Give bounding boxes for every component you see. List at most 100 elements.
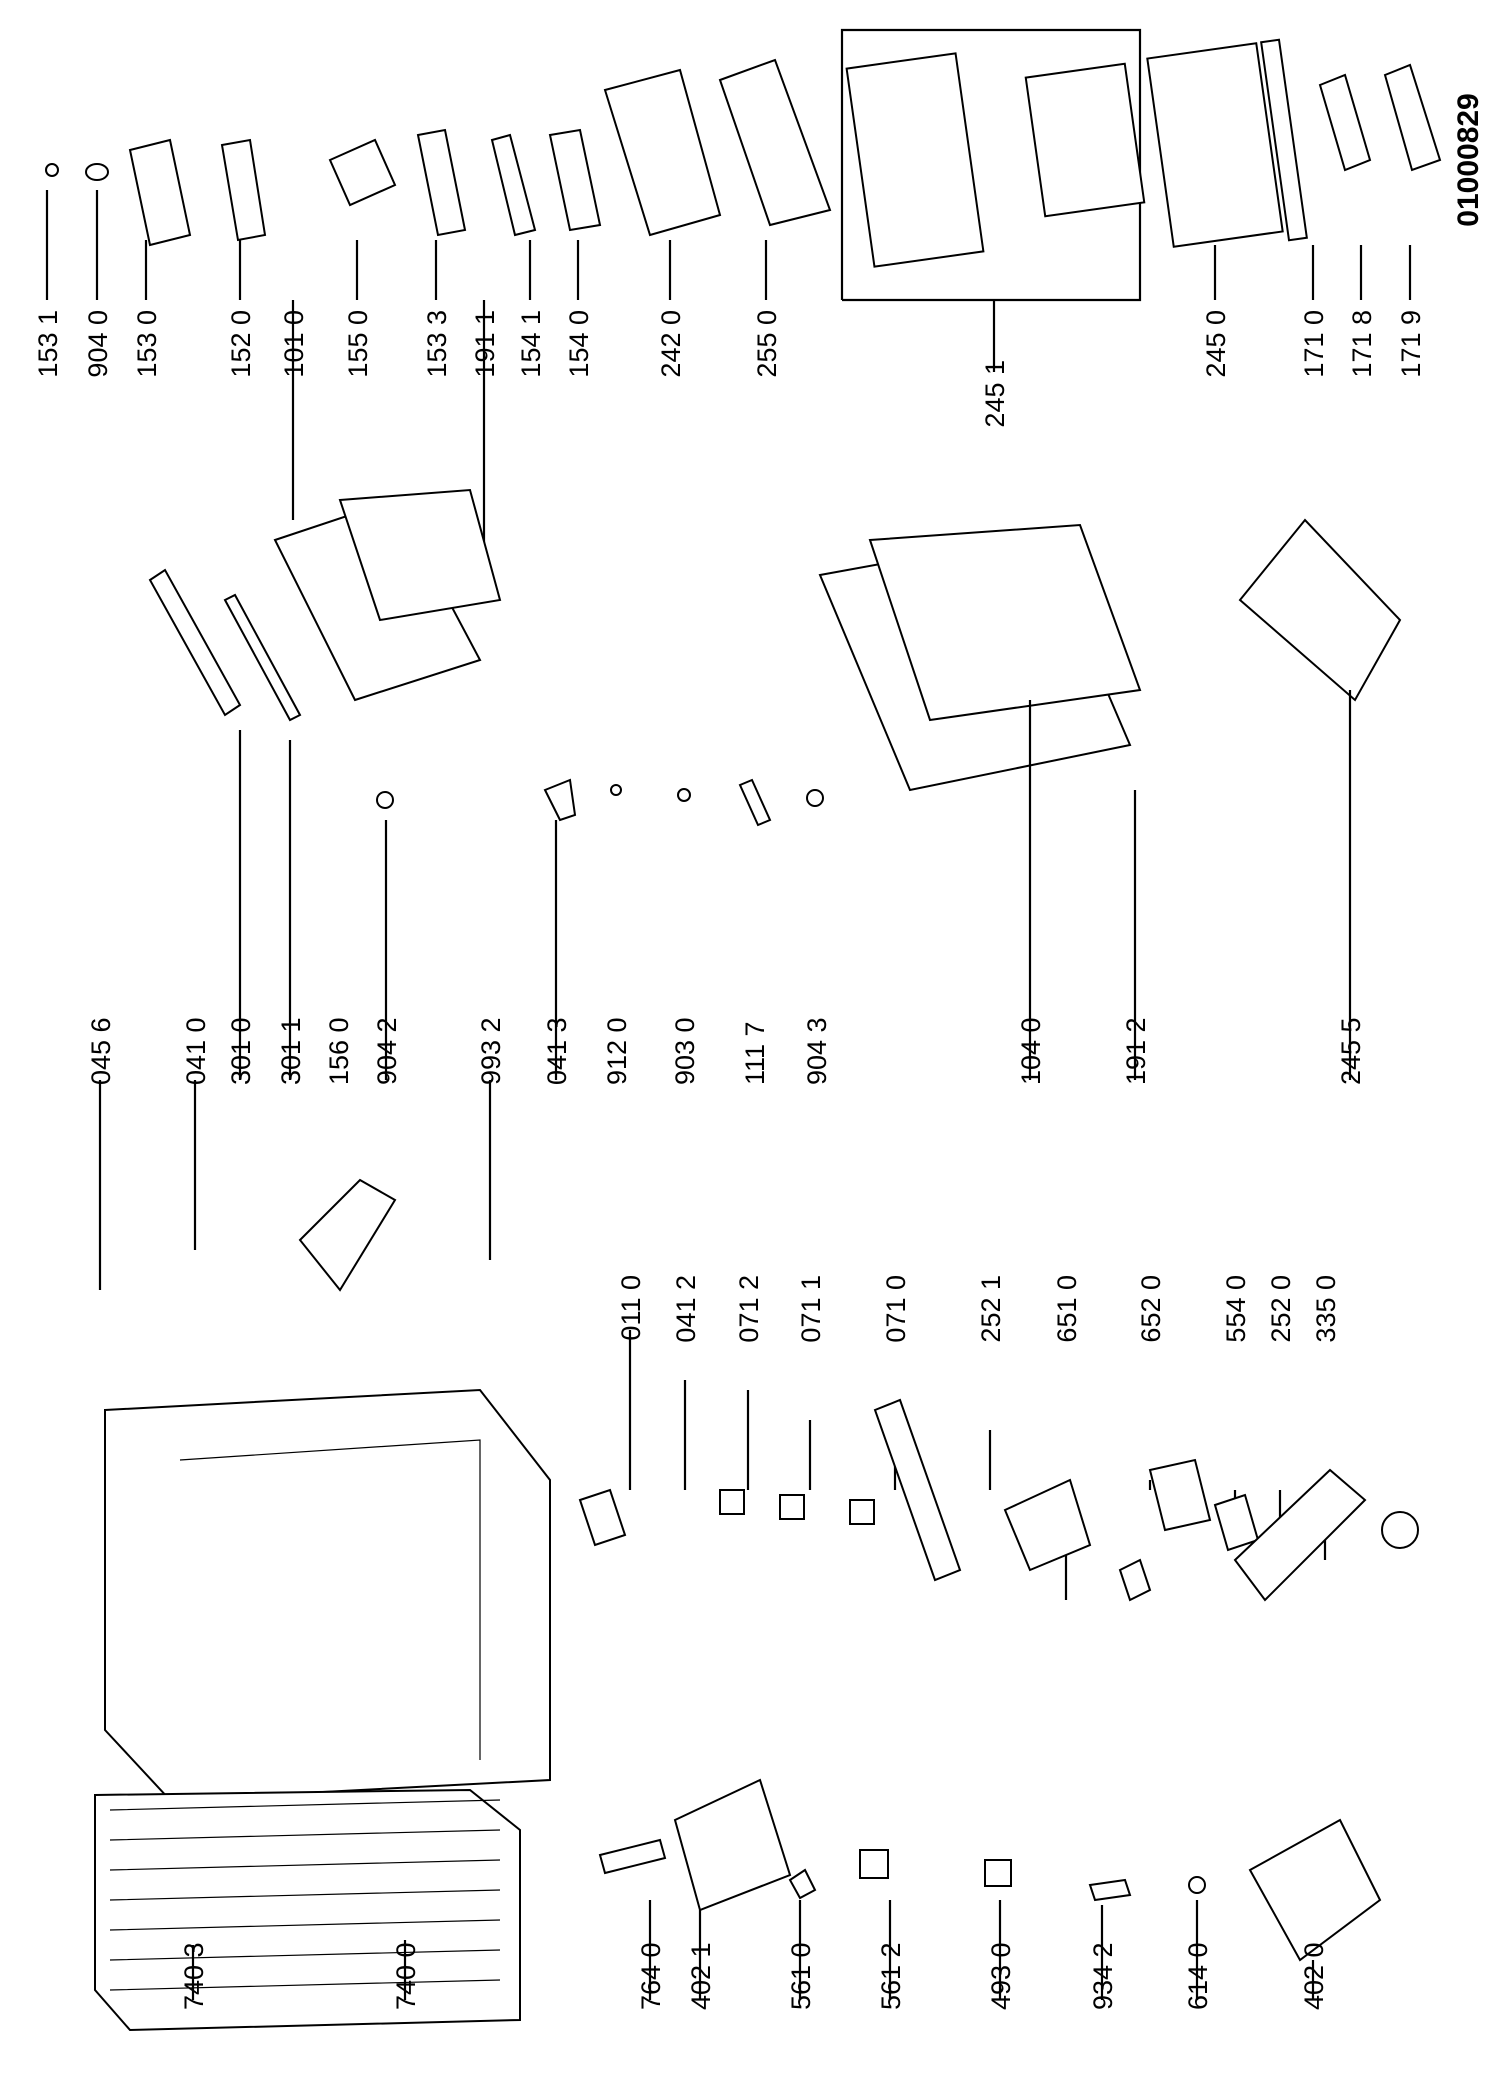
cover-strip-icon [873, 1398, 962, 1582]
door-balcony-icon [416, 128, 467, 237]
part-number-1719: 171 9 [1396, 310, 1426, 378]
thermostat-icon [1148, 1458, 1212, 1532]
part-number-9043: 904 3 [802, 1017, 832, 1085]
egg-tray-icon [328, 138, 397, 207]
part-number-0412: 041 2 [671, 1275, 701, 1343]
relay-icon [859, 1849, 889, 1879]
part-number-4020: 402 0 [1299, 1942, 1329, 2010]
part-number-1040: 104 0 [1016, 1017, 1046, 1085]
cabinet-parts [104, 1178, 1419, 1802]
cabinet-icon [104, 1388, 551, 1802]
screw-icon [677, 788, 691, 802]
hinge-icon [543, 778, 577, 822]
shelf-support-icon [1383, 63, 1442, 172]
breaker-strip-icon [223, 593, 302, 722]
part-number-6520: 652 0 [1136, 1275, 1166, 1343]
part-number-1718: 171 8 [1347, 310, 1377, 378]
part-number-2451: 245 1 [980, 360, 1010, 428]
small-balcony-icon [548, 128, 602, 232]
part-number-0413: 041 3 [542, 1017, 572, 1085]
grommet-icon [1188, 1876, 1206, 1894]
part-number-3010: 301 0 [226, 1017, 256, 1085]
part-number-0110: 011 0 [616, 1275, 646, 1341]
relay-icon [984, 1859, 1012, 1887]
part-number-9932: 993 2 [476, 1017, 506, 1085]
glass-shelf-icon [718, 58, 832, 227]
upper-door-gasket-icon [338, 488, 502, 622]
part-number-6510: 651 0 [1052, 1275, 1082, 1343]
part-number-9030: 903 0 [670, 1017, 700, 1085]
thermostat-cover-icon [1003, 1478, 1092, 1572]
crisper-drawer-icon [603, 68, 722, 237]
door-shelf-icon [220, 138, 267, 242]
clip-icon [45, 163, 59, 177]
part-number-0410: 041 0 [181, 1017, 211, 1085]
part-number-1541: 154 1 [516, 310, 546, 378]
middle-column-parts [98, 568, 1352, 1290]
clamp-icon [788, 1868, 817, 1900]
shelf-support-icon [1318, 73, 1372, 172]
part-number-4930: 493 0 [986, 1942, 1016, 2010]
part-number-1520: 152 0 [226, 310, 256, 378]
part-number-1533: 153 3 [422, 310, 452, 378]
part-number-0712: 071 2 [734, 1275, 764, 1343]
shelf-trim-icon [1260, 38, 1308, 242]
balcony-trim-icon [490, 133, 537, 237]
part-number-2550: 255 0 [752, 310, 782, 378]
part-number-2521: 252 1 [976, 1275, 1006, 1343]
part-number-1117: 111 7 [740, 1021, 770, 1085]
knob-icon [1381, 1511, 1419, 1549]
fixing-icon [578, 1488, 627, 1547]
bracket-icon [779, 1494, 805, 1520]
part-number-6140: 614 0 [1183, 1942, 1213, 2010]
hinge-pin-icon [738, 778, 772, 827]
part-number-2450: 245 0 [1201, 310, 1231, 378]
lamp-holder-icon [1118, 1558, 1152, 1602]
part-number-7403: 740 3 [179, 1942, 209, 2010]
bracket-icon [719, 1489, 745, 1515]
condenser-icon [94, 1788, 521, 2032]
egg-holder-icon [298, 1178, 397, 1292]
wire-shelf-icon [845, 52, 985, 268]
bracket-icon [849, 1499, 875, 1525]
part-number-1531: 153 1 [33, 310, 63, 378]
part-number-7640: 764 0 [636, 1942, 666, 2010]
screw-icon [610, 784, 622, 796]
spring-icon [1213, 1493, 1260, 1552]
pipe-icon [1088, 1878, 1132, 1902]
part-number-9042: 904 2 [372, 1017, 402, 1085]
control-panel-icon [1233, 1468, 1367, 1602]
right-column-parts [45, 28, 1442, 792]
part-number-7400: 740 0 [391, 1942, 421, 2010]
part-number-5612: 561 2 [876, 1942, 906, 2010]
part-number-0711: 071 1 [796, 1275, 826, 1343]
part-number-5610: 561 0 [786, 1942, 816, 2010]
part-number-2420: 242 0 [656, 310, 686, 378]
part-number-0710: 071 0 [881, 1275, 911, 1343]
part-number-4021: 402 1 [686, 1942, 716, 2010]
part-number-1912: 191 2 [1121, 1017, 1151, 1085]
part-number-1550: 155 0 [343, 310, 373, 378]
evaporator-tray-icon [673, 1778, 792, 1912]
drier-icon [598, 1838, 667, 1875]
part-number-1710: 171 0 [1299, 310, 1329, 378]
part-number-9342: 934 2 [1088, 1942, 1118, 2010]
wire-shelf-icon [1024, 62, 1146, 218]
lower-door-gasket-icon [868, 523, 1142, 722]
bulb-icon [376, 791, 394, 809]
part-number-3011: 301 1 [276, 1017, 306, 1085]
part-number-labels: 153 1 904 0 153 0 152 0 101 0 155 0 153 … [33, 310, 1426, 2010]
part-number-1540: 154 0 [564, 310, 594, 378]
part-number-1530: 153 0 [132, 310, 162, 378]
part-number-1010: 101 0 [279, 310, 309, 378]
part-number-9120: 912 0 [602, 1017, 632, 1085]
washer-icon [85, 163, 109, 181]
part-number-9040: 904 0 [83, 310, 113, 378]
cap-icon [806, 789, 824, 807]
freezer-basket-icon [1238, 518, 1402, 702]
bottle-shelf-icon [128, 138, 192, 247]
compressor-icon [1248, 1818, 1382, 1962]
document-number: 01000829 [1452, 93, 1485, 226]
part-number-1560: 156 0 [324, 1017, 354, 1085]
